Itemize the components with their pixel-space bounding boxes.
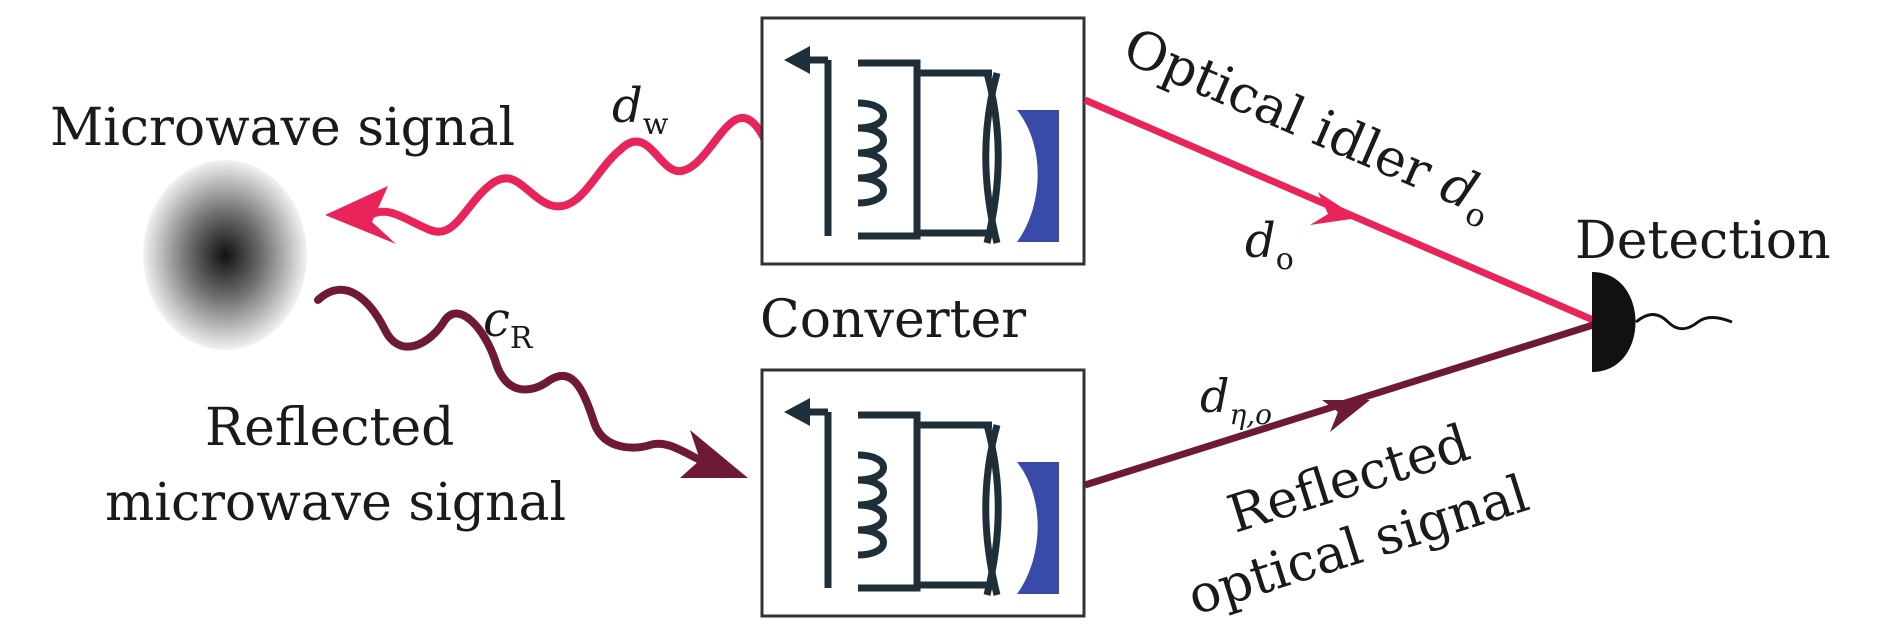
detector-body bbox=[1592, 272, 1636, 372]
optical-idler-label: Optical idler do bbox=[1112, 17, 1504, 237]
detection-label: Detection bbox=[1575, 211, 1831, 271]
microwave-signal-label: Microwave signal bbox=[50, 98, 515, 158]
target-object bbox=[143, 160, 307, 350]
mirror-bottom bbox=[1017, 462, 1059, 594]
reflected-optical-arrowhead bbox=[1322, 400, 1370, 432]
detector-wire bbox=[1635, 313, 1733, 331]
d-eta-o-label: dη,o bbox=[1200, 369, 1272, 431]
converter-top bbox=[760, 16, 1086, 266]
c-r-label: cR bbox=[483, 292, 534, 356]
converter-bottom bbox=[760, 368, 1086, 618]
microwave-idler-wave bbox=[366, 113, 769, 236]
microwave-idler-arrowhead bbox=[325, 186, 396, 244]
reflected-microwave-label-line1: Reflected bbox=[205, 398, 454, 458]
converter-label: Converter bbox=[760, 290, 1026, 350]
mirror-top bbox=[1017, 110, 1059, 242]
d-w-label: dw bbox=[612, 78, 669, 142]
detector bbox=[1592, 272, 1733, 372]
reflected-microwave-wave bbox=[314, 285, 704, 464]
d-o-label: do bbox=[1245, 213, 1294, 277]
optical-idler-arrowhead bbox=[1310, 192, 1358, 225]
reflected-microwave-arrowhead bbox=[680, 430, 748, 478]
reflected-microwave-label-line2: microwave signal bbox=[105, 473, 566, 533]
